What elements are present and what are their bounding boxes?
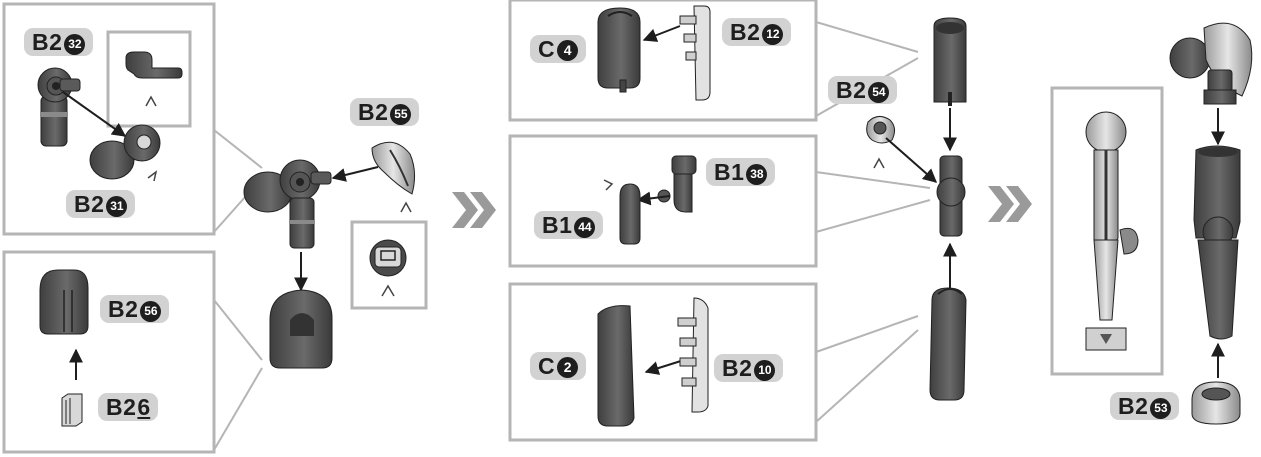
part-upper-sleeve bbox=[934, 18, 966, 106]
assembly-arrow bbox=[644, 26, 680, 40]
assembly-arrow bbox=[333, 167, 378, 178]
step-chevron-icon bbox=[988, 186, 1032, 222]
part-hand-cap-b2-53 bbox=[1192, 382, 1240, 424]
part-frame-b2-10 bbox=[678, 298, 708, 412]
attach-tick-icon bbox=[401, 203, 411, 212]
part-shoulder-armor-b2-55 bbox=[372, 142, 415, 212]
inset-frame-middle-center bbox=[510, 136, 930, 266]
part-hook-detail bbox=[126, 52, 182, 106]
tab-slot-icon bbox=[375, 247, 401, 267]
part-upper-arm-shell bbox=[270, 290, 332, 368]
part-forearm-assembled bbox=[930, 288, 966, 400]
part-elbow-cap-b1-44 bbox=[604, 180, 640, 244]
assembly-arrow bbox=[63, 92, 125, 136]
inset-frame-small-top-left bbox=[108, 32, 190, 126]
part-peg-b2-6 bbox=[62, 394, 82, 426]
part-elbow-b1-38 bbox=[658, 156, 696, 212]
part-elbow-joint bbox=[937, 156, 965, 236]
part-frame-b2-12 bbox=[680, 6, 710, 100]
part-inner-frame-arm bbox=[1086, 112, 1138, 350]
part-forearm-shell-c-2 bbox=[598, 306, 634, 426]
part-shoulder-final bbox=[1170, 23, 1252, 104]
part-ball-cup-b2-31 bbox=[90, 125, 160, 181]
part-shoulder-joint-b2-32 bbox=[38, 68, 80, 146]
attach-tick-icon bbox=[148, 172, 156, 181]
part-label-b2-6: B26 bbox=[98, 393, 158, 421]
attach-tick-icon bbox=[146, 97, 156, 106]
assembly-arrow bbox=[886, 138, 936, 182]
attach-tick-icon bbox=[604, 180, 612, 190]
part-arm-cap-b2-56 bbox=[40, 270, 88, 334]
attach-tick-icon bbox=[874, 159, 884, 168]
step-chevron-icon bbox=[452, 192, 496, 228]
part-lower-arm-shell-c-4 bbox=[598, 8, 640, 92]
assembly-arrow bbox=[646, 360, 684, 372]
attach-tick-icon bbox=[382, 286, 394, 296]
part-arm-final bbox=[1194, 146, 1240, 339]
part-shoulder-assembly bbox=[244, 160, 331, 248]
tab-slot-detail bbox=[352, 222, 426, 308]
